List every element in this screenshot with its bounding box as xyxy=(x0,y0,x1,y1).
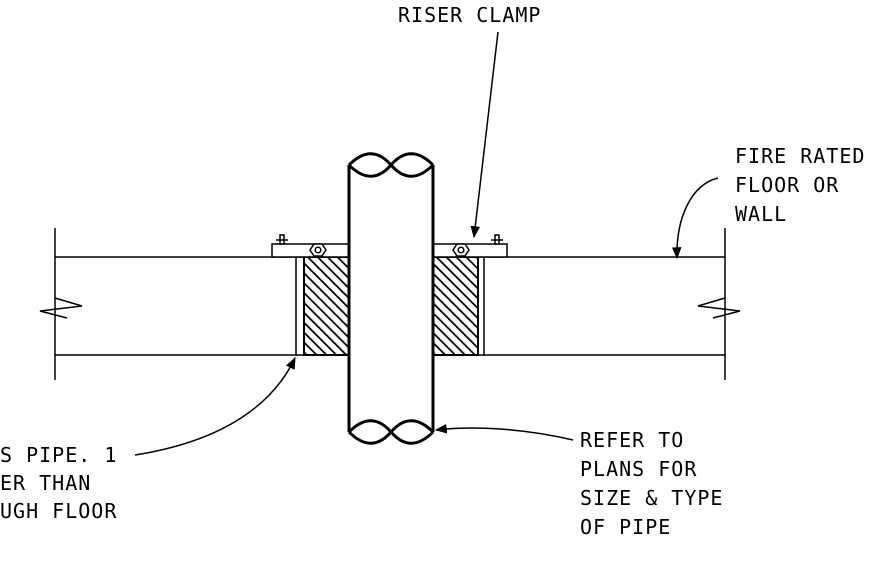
insulation-left xyxy=(303,256,350,356)
riser-clamp-leader xyxy=(470,31,499,239)
fire-rated-label-line3: WALL xyxy=(735,202,787,226)
riser-clamp-label: RISER CLAMP xyxy=(398,3,541,27)
refer-label-line3: SIZE & TYPE xyxy=(580,486,723,510)
refer-label-line2: PLANS FOR xyxy=(580,457,697,481)
sleeve-label-line2: ER THAN xyxy=(0,471,91,495)
fire-rated-label-line1: FIRE RATED xyxy=(735,144,865,168)
sleeve-leader xyxy=(134,356,296,456)
sleeve xyxy=(295,256,485,356)
pipe xyxy=(347,152,435,445)
refer-label-line1: REFER TO xyxy=(580,428,684,452)
leader-lines xyxy=(134,31,719,456)
fire-rated-label-line2: FLOOR OR xyxy=(735,173,839,197)
sleeve-label-line1: S PIPE. 1 xyxy=(0,443,117,467)
pipe-leader xyxy=(434,424,574,441)
insulation-right xyxy=(432,256,479,356)
sleeve-label-line3: UGH FLOOR xyxy=(0,499,117,523)
floor-leader xyxy=(671,177,719,260)
refer-label-line4: OF PIPE xyxy=(580,515,671,539)
fire-rated-floor xyxy=(39,228,741,380)
